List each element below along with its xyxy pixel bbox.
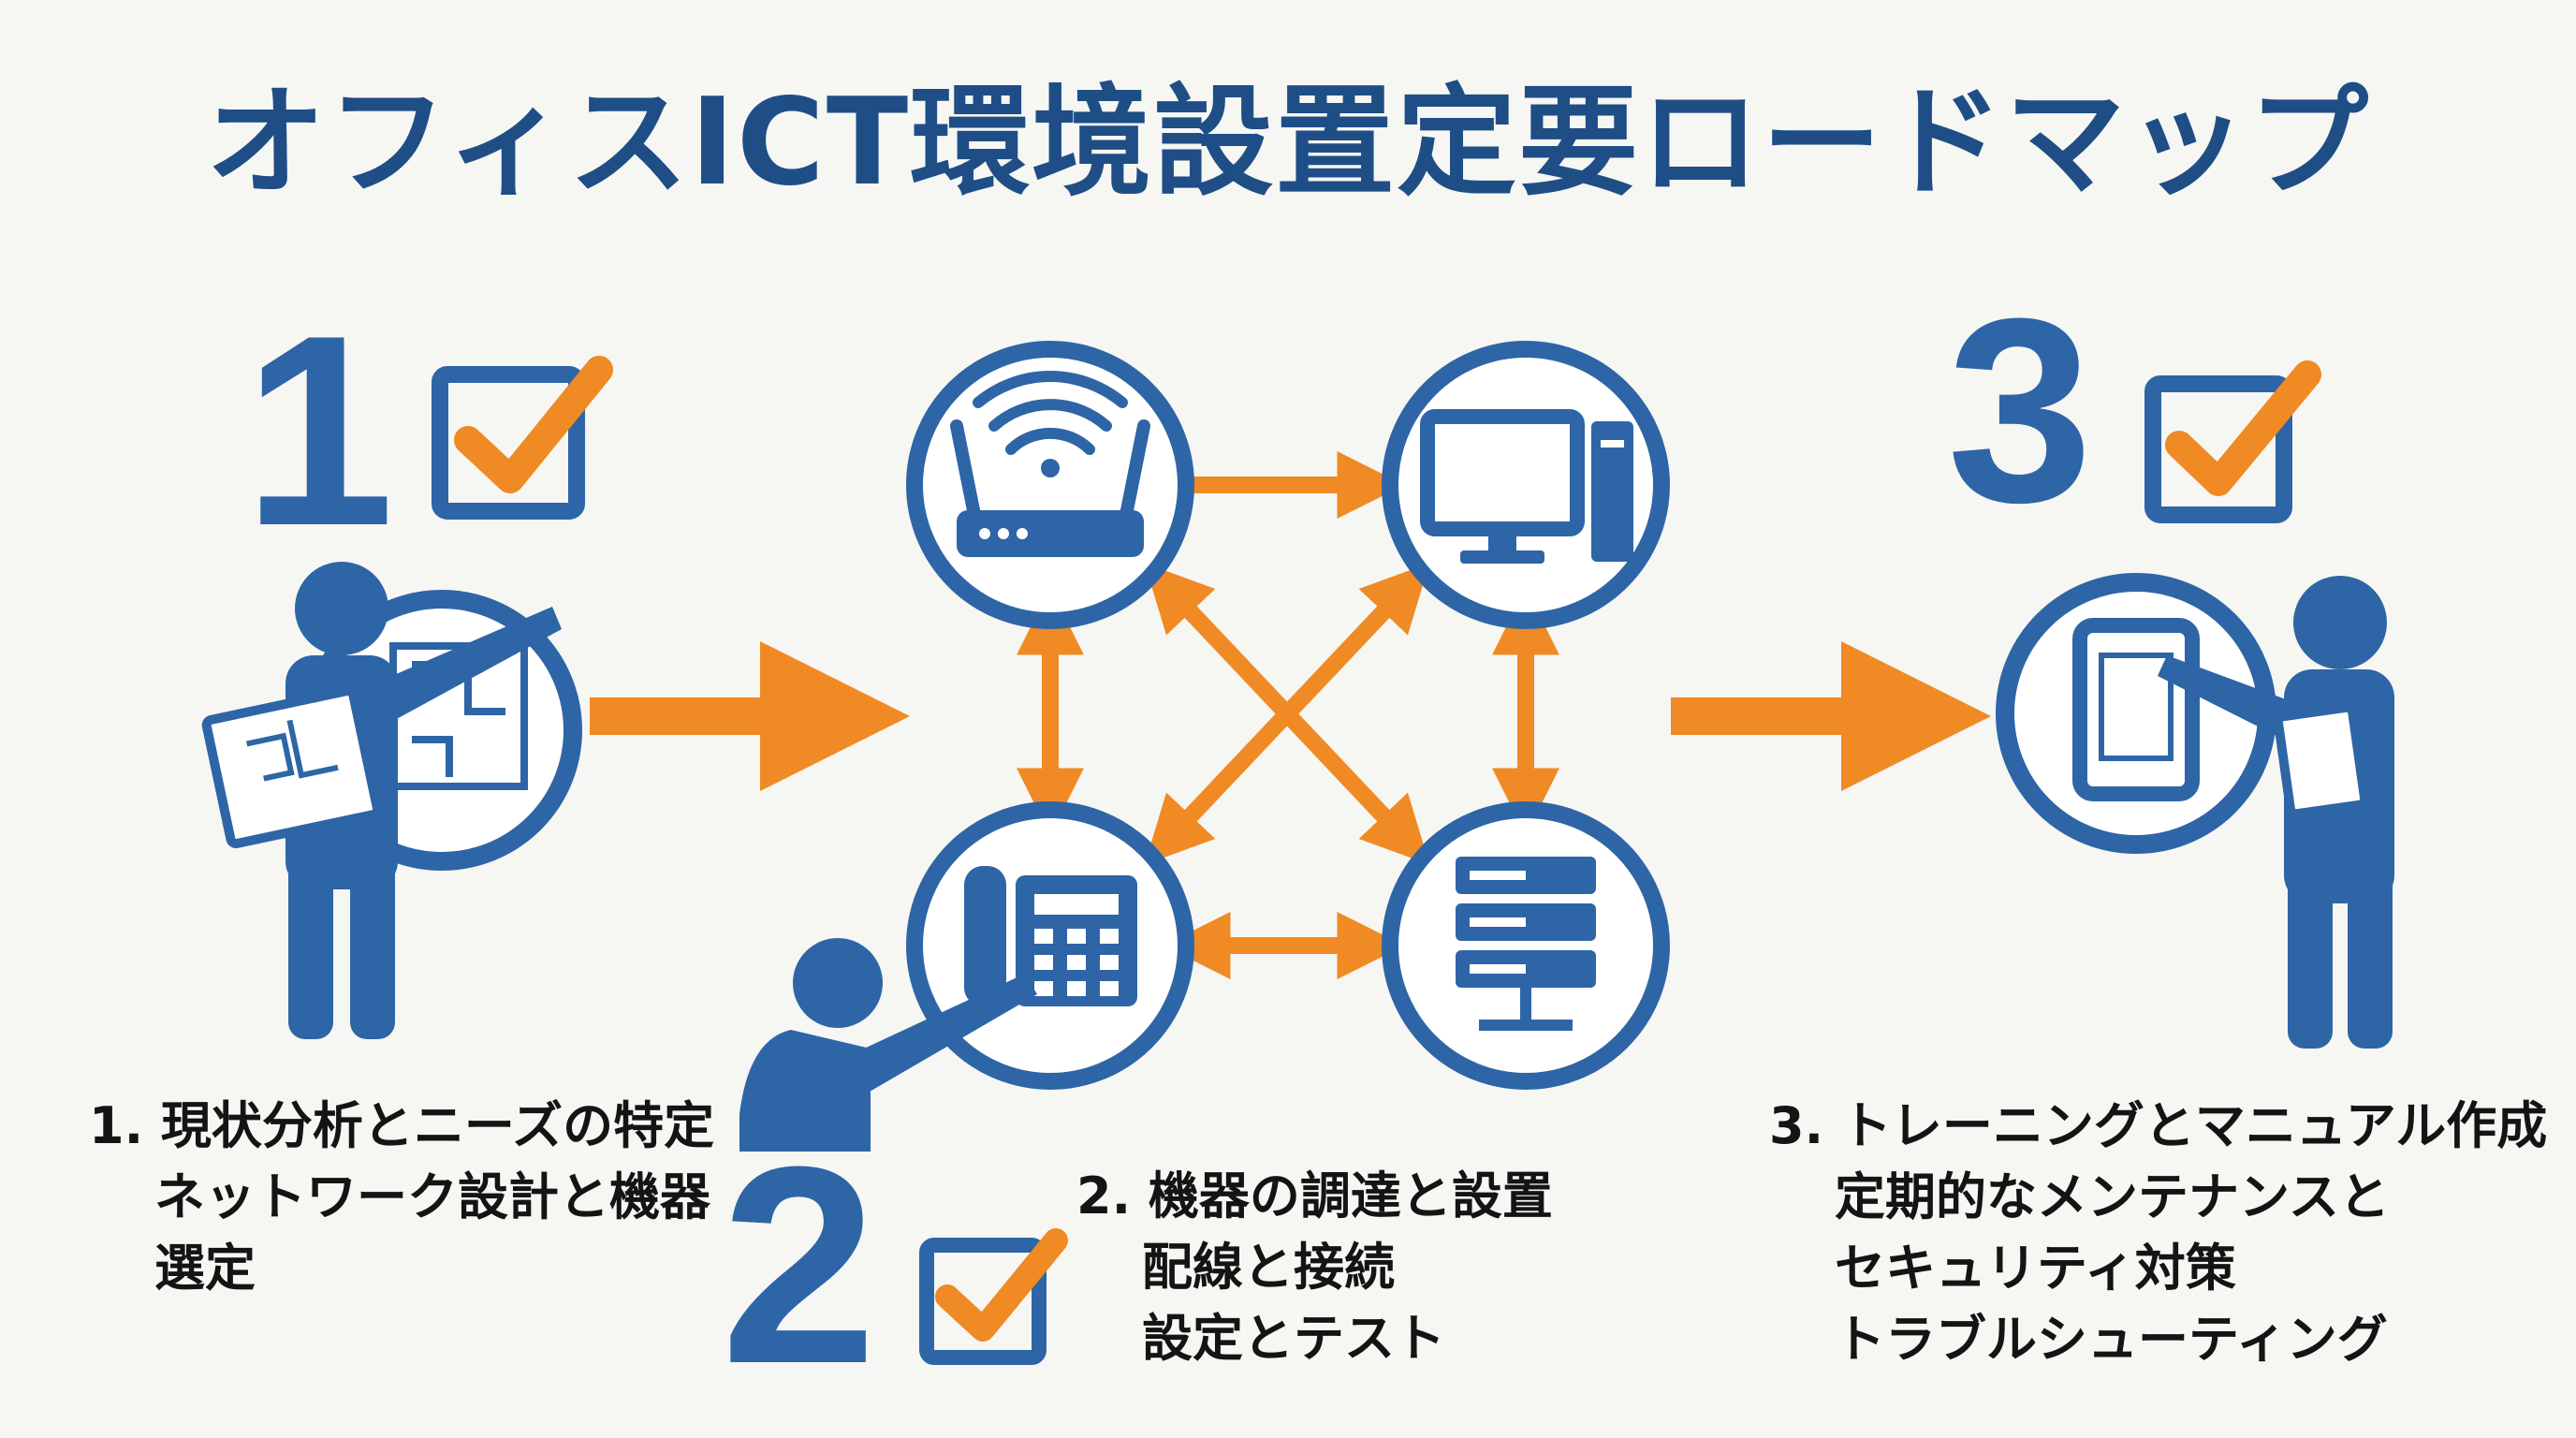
step-1-line-3: 選定 <box>154 1239 256 1298</box>
step-3-line-2: 定期的なメンテナンスと <box>1835 1167 2390 1226</box>
step-3-caption: 3. トレーニングとマニュアル作成 定期的なメンテナンスと セキュリティ対策 ト… <box>1769 1091 2547 1375</box>
desktop-computer-icon <box>1382 341 1670 629</box>
step-2-caption: 2. 機器の調達と設置 配線と接続 設定とテスト <box>1076 1161 1553 1374</box>
step-2-digit: 2 <box>721 1108 877 1422</box>
person-with-clipboard-icon <box>201 562 562 1039</box>
step-2-line-1: 2. 機器の調達と設置 <box>1076 1167 1553 1225</box>
step-2-line-2: 配線と接続 <box>1142 1238 1395 1297</box>
step-1-line-1: 1. 現状分析とニーズの特定 <box>89 1096 715 1155</box>
step-3-checkbox-icon <box>2144 360 2321 523</box>
step-3-line-1: 3. トレーニングとマニュアル作成 <box>1769 1096 2548 1155</box>
person-with-tablet-icon <box>2158 576 2394 1049</box>
tablet-circle-icon <box>1996 573 2276 854</box>
step-1-digit: 1 <box>243 279 394 582</box>
step-3-digit: 3 <box>1947 265 2093 557</box>
page-title: オフィスICT環境設置定要ロードマップ <box>205 73 2371 213</box>
clipboard-blueprint-icon <box>201 685 383 849</box>
wifi-router-icon <box>906 341 1194 629</box>
person-pointing-icon <box>739 938 1037 1152</box>
step-2-line-3: 設定とテスト <box>1142 1309 1445 1368</box>
step-1-checkbox-icon <box>432 356 613 520</box>
step-1-line-2: ネットワーク設計と機器 <box>154 1167 710 1226</box>
step-3-line-3: セキュリティ対策 <box>1835 1239 2236 1298</box>
network-connector-arrows <box>1017 451 1559 979</box>
step-1-caption: 1. 現状分析とニーズの特定 ネットワーク設計と機器 選定 <box>89 1091 714 1304</box>
step-1-number: 1 <box>243 279 394 582</box>
step-2-checkbox-icon <box>919 1228 1068 1365</box>
step-3-line-4: トラブルシューティング <box>1835 1310 2388 1369</box>
server-icon <box>1382 801 1670 1090</box>
